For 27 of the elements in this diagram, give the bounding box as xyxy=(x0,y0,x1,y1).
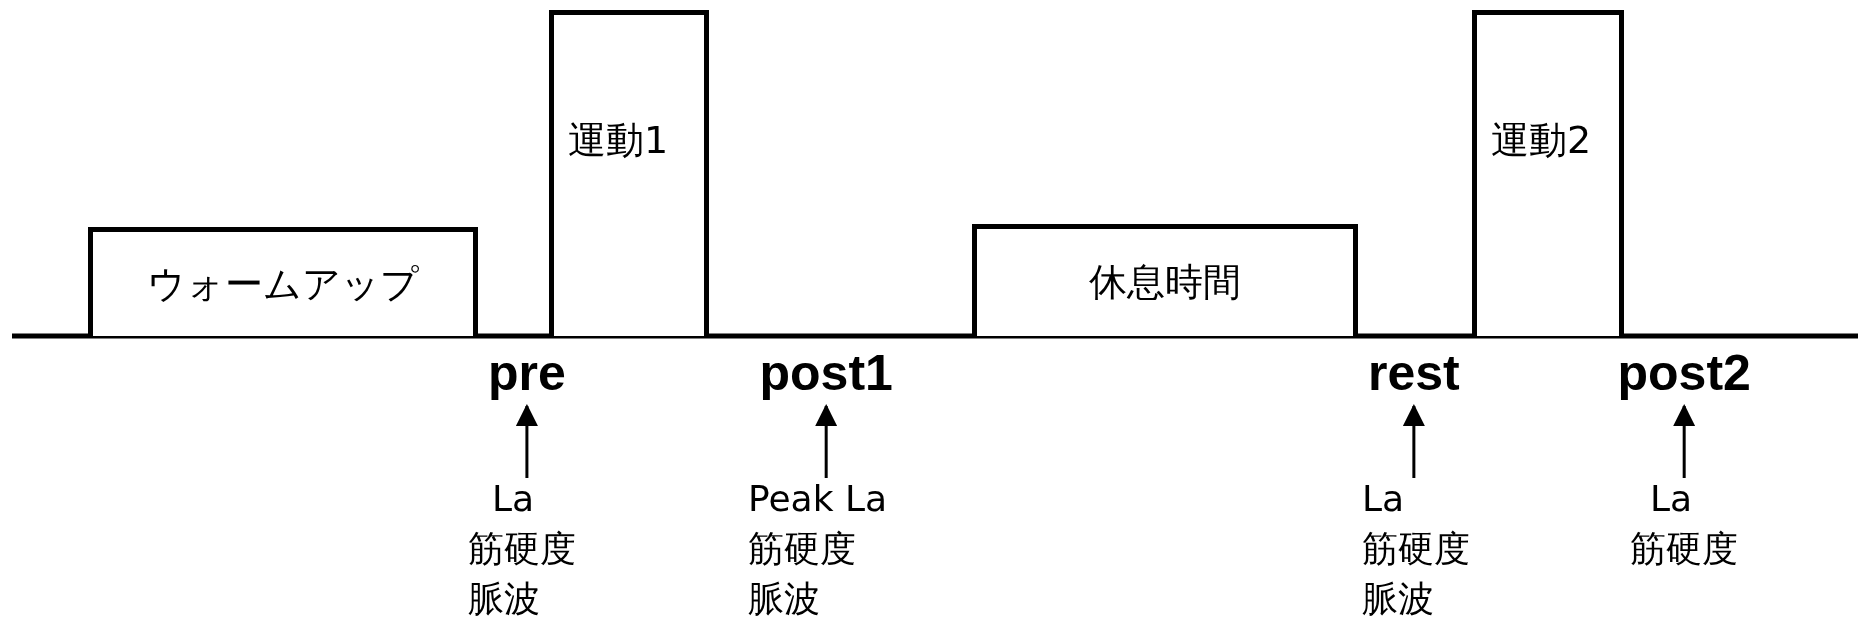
measurement-text: 筋硬度 xyxy=(748,527,856,571)
measurement-text: 筋硬度 xyxy=(468,527,576,571)
phase-label: ウォームアップ xyxy=(147,260,419,308)
arrow xyxy=(1402,404,1425,478)
phase-label: 休息時間 xyxy=(1089,259,1241,306)
timepoint-label: post2 xyxy=(1617,348,1751,398)
measurement-text: La xyxy=(491,477,535,521)
timepoint-label: rest xyxy=(1368,348,1460,398)
exercise-bar xyxy=(1472,10,1624,336)
measurement-text: 筋硬度 xyxy=(1362,527,1470,571)
measurement-text: La xyxy=(1649,477,1693,521)
measurement-text: 筋硬度 xyxy=(1630,527,1738,571)
measurement-text: 脈波 xyxy=(748,577,820,621)
measurement-text: Peak La xyxy=(748,477,888,521)
measurement-text: 脈波 xyxy=(468,577,540,621)
measurement-text: 脈波 xyxy=(1362,577,1434,621)
measurement-text: La xyxy=(1362,477,1405,521)
rest-bar xyxy=(972,224,1358,336)
phase-label: 運動2 xyxy=(1491,117,1592,164)
warmup-bar xyxy=(88,227,478,336)
arrow xyxy=(515,404,538,478)
timepoint-label: post1 xyxy=(759,348,893,398)
timepoint-label: pre xyxy=(488,348,566,398)
arrow xyxy=(815,404,838,478)
exercise-bar xyxy=(549,10,709,336)
phase-label: 運動1 xyxy=(568,117,669,164)
arrow xyxy=(1673,404,1696,478)
